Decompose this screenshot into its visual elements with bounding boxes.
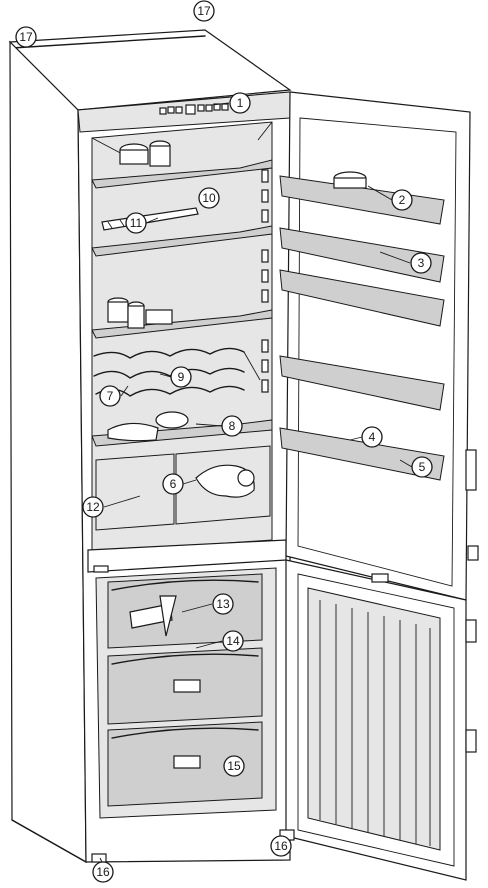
callout-label: 2 [399,193,406,207]
shelf-rails [261,169,269,393]
callout-label: 17 [197,4,211,18]
door-balcony-4 [279,355,445,411]
callout-10: 10 [198,187,220,209]
callout-label: 8 [229,419,236,433]
callout-17-left: 17 [15,26,37,48]
callout-9: 9 [170,366,192,388]
leader-lines [99,102,413,865]
glass-shelf-3 [91,309,273,339]
evaporator-panel [307,587,441,851]
freezer-door [279,559,477,881]
callout-label: 9 [178,370,185,384]
callout-label: 3 [418,256,425,270]
callout-6: 6 [162,473,184,495]
callout-label: 17 [19,30,33,44]
bottle-rack [93,347,261,397]
callout-2: 2 [391,189,413,211]
food-items [107,140,189,442]
door-balcony-2 [279,227,445,283]
callout-17-top: 17 [193,0,215,22]
callout-label: 16 [274,839,288,853]
glass-shelf-1 [91,159,273,189]
callout-label: 1 [237,96,244,110]
callout-12: 12 [82,496,104,518]
callout-15: 15 [223,755,245,777]
callout-label: 14 [226,634,240,648]
callout-8: 8 [221,415,243,437]
glass-shelf-2 [91,225,273,257]
callout-13: 13 [212,593,234,615]
foot-left [91,853,107,863]
callout-4: 4 [361,426,383,448]
callout-14: 14 [222,630,244,652]
callout-16-right: 16 [270,835,292,857]
callout-7: 7 [99,385,121,407]
callout-label: 6 [170,477,177,491]
callout-1: 1 [229,92,251,114]
callout-label: 7 [107,389,114,403]
callout-label: 10 [202,191,216,205]
callout-label: 13 [216,597,230,611]
cabinet [8,29,292,864]
callout-label: 16 [96,865,110,879]
callout-label: 11 [130,216,143,230]
callout-label: 15 [227,759,241,773]
callout-3: 3 [410,252,432,274]
door-balcony-3 [279,269,445,327]
callout-label: 4 [369,430,376,444]
callout-label: 12 [86,500,100,514]
door-balcony-1 [279,175,445,225]
fridge-door [279,91,479,601]
callout-16-left: 16 [92,861,114,883]
callout-11: 11 [125,212,147,234]
callout-label: 5 [419,460,426,474]
callout-5: 5 [411,456,433,478]
control-buttons [159,103,229,115]
door-balcony-5 [279,427,445,481]
crisper-drawers [95,445,271,531]
cabinet-left-side [9,40,87,864]
